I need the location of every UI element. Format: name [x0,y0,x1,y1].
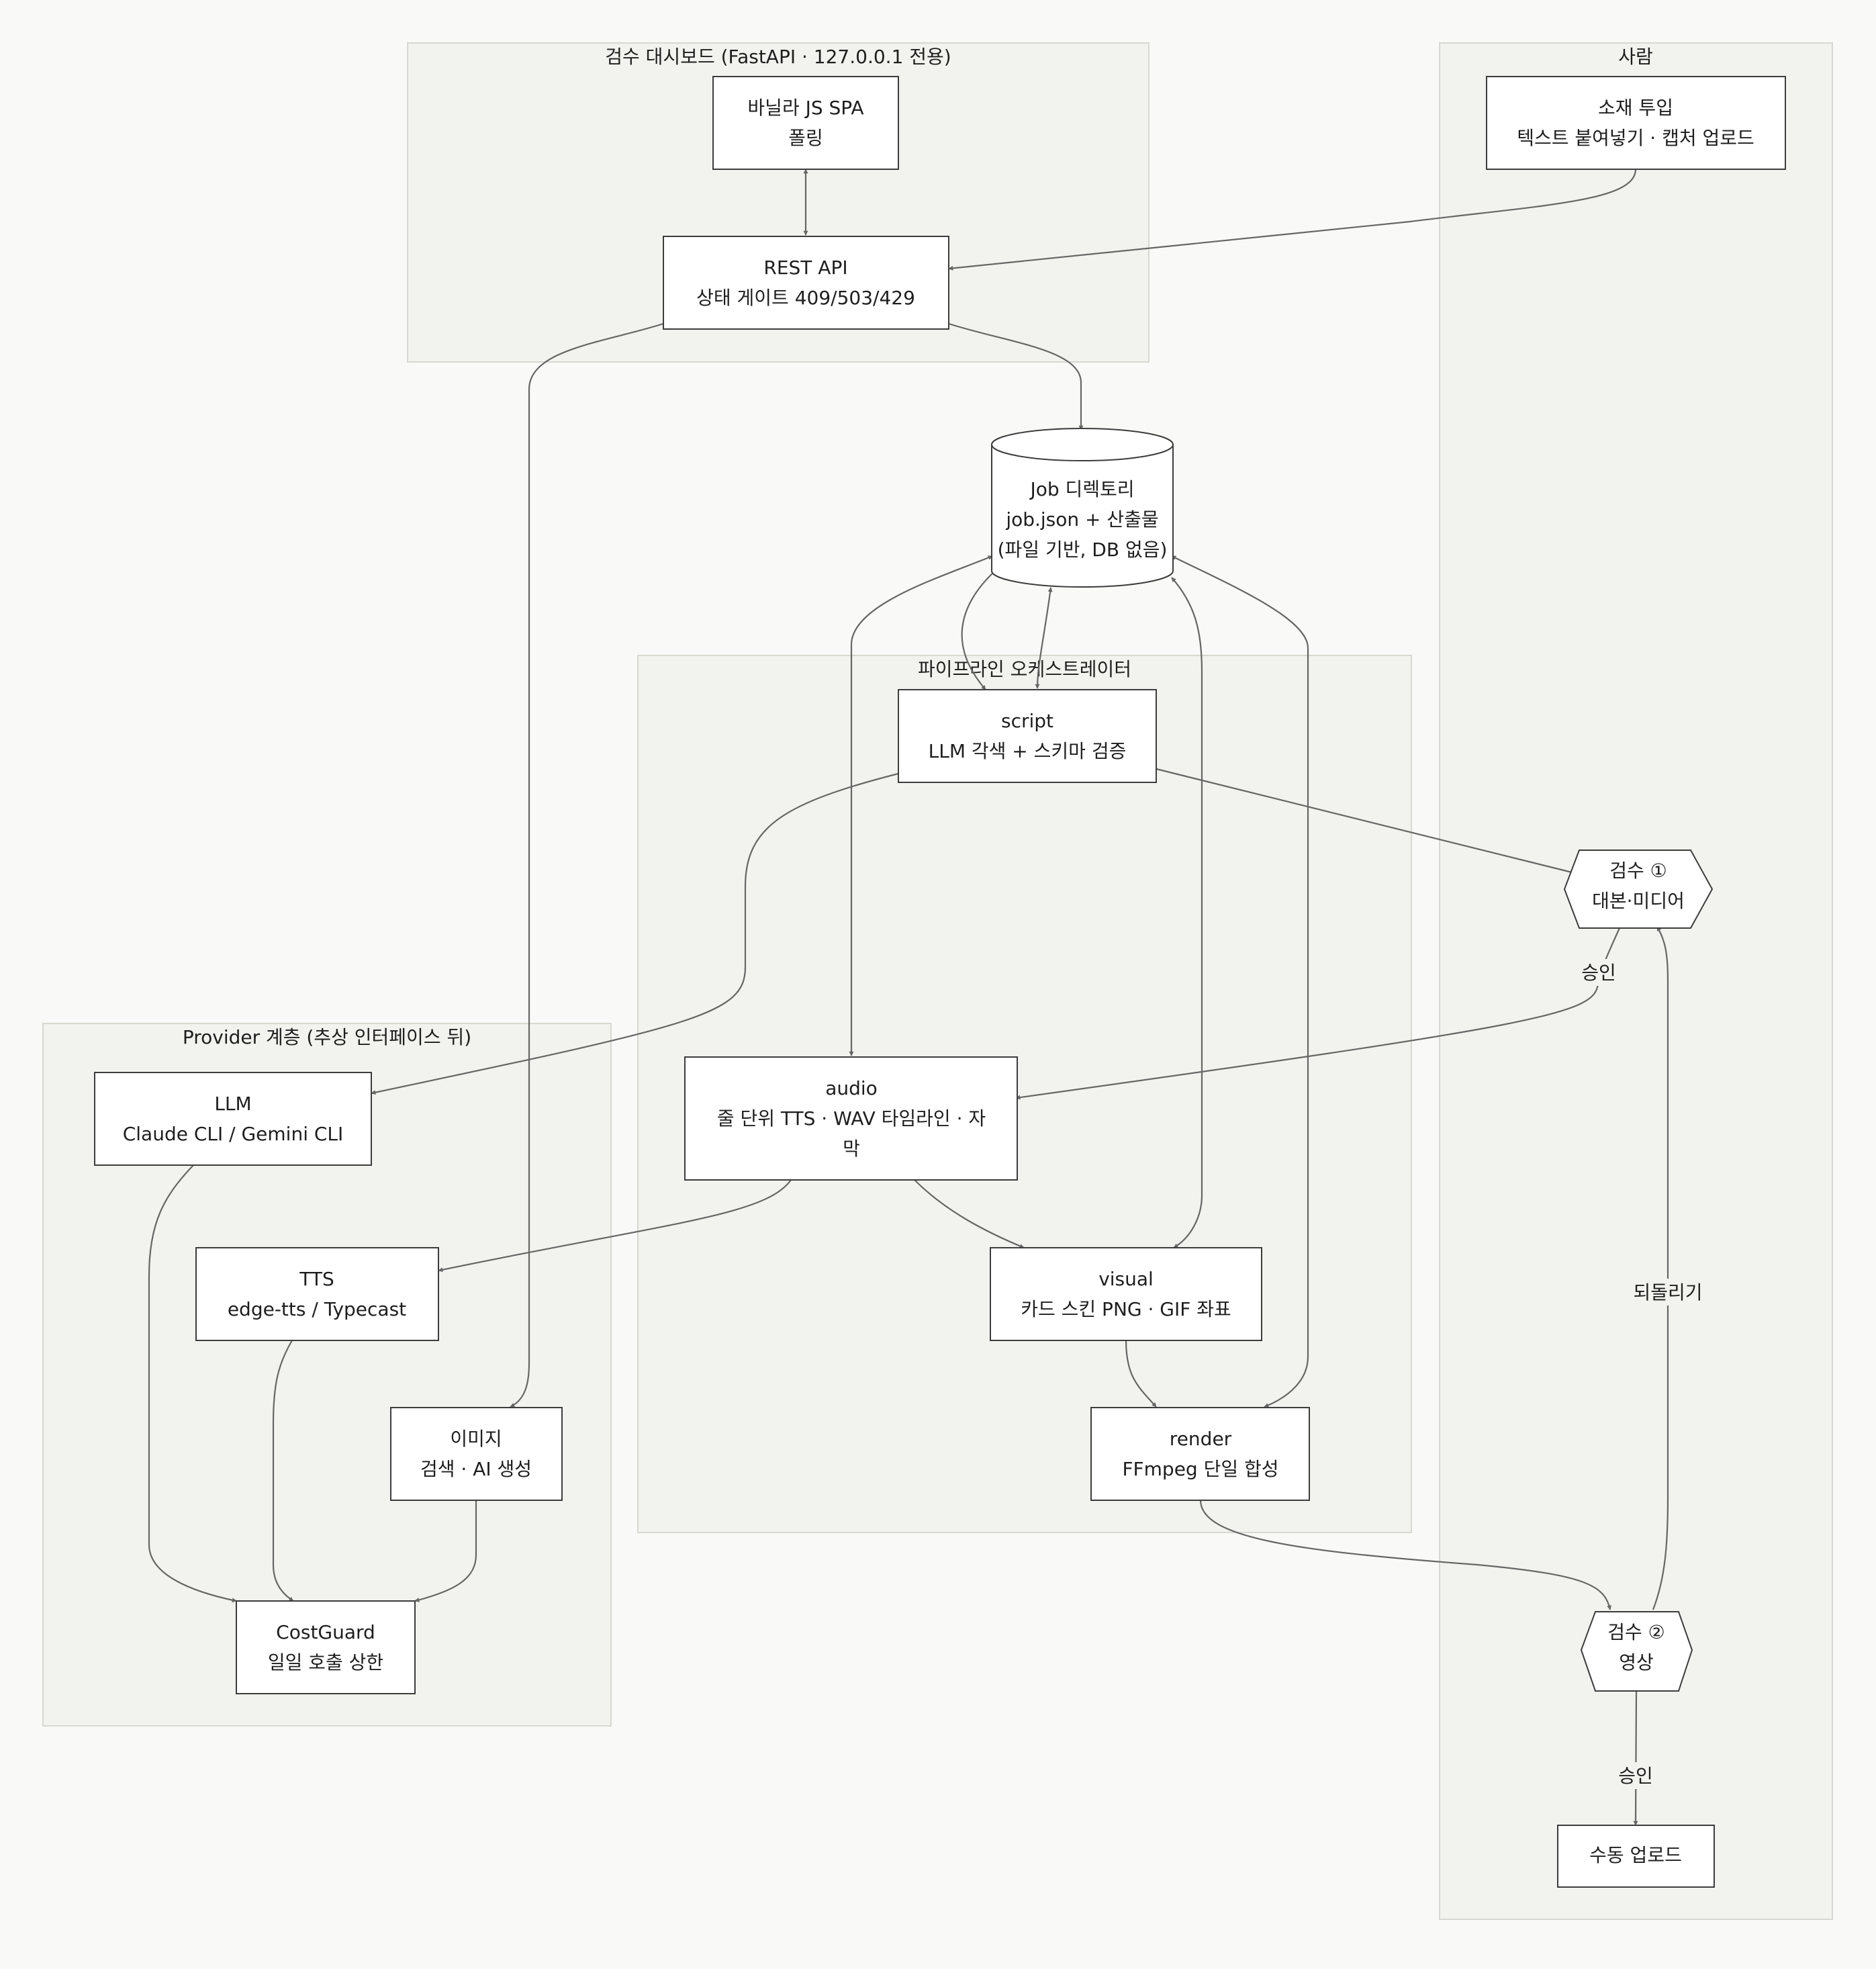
node-review-2-line2: 영상 [1619,1651,1654,1674]
node-costguard-line2: 일일 호출 상한 [268,1651,383,1674]
edge-visual-render [1125,1340,1157,1408]
node-script: script LLM 각색 + 스키마 검증 [898,689,1157,783]
edge-label-approve1-text: 승인 [1581,962,1616,984]
node-rest-api-line2: 상태 게이트 409/503/429 [696,287,915,309]
node-visual-line1: visual [1098,1268,1154,1290]
edge-review2-review1 [1652,926,1669,1610]
edge-script-review1 [1156,768,1575,874]
edge-rest-image [510,322,664,1408]
node-review-2: 검수 ② 영상 [1580,1611,1693,1692]
node-llm: LLM Claude CLI / Gemini CLI [94,1072,372,1166]
node-render-line1: render [1170,1428,1232,1450]
edge-jobdir-script-b [1035,587,1053,689]
node-tts: TTS edge-tts / Typecast [195,1247,439,1341]
edge-label-approve1: 승인 [1579,959,1619,986]
node-tts-line2: edge-tts / Typecast [228,1298,406,1320]
edge-audio-visual [914,1179,1025,1249]
node-review-1: 검수 ① 대본·미디어 [1563,850,1714,929]
node-review-1-line2: 대본·미디어 [1592,890,1685,912]
cluster-human-label: 사람 [1618,46,1653,68]
node-script-line1: script [1001,710,1053,732]
edge-label-approve2: 승인 [1615,1762,1656,1789]
edge-label-approve2-text: 승인 [1618,1765,1653,1787]
node-review-1-line1: 검수 ① [1609,860,1667,882]
node-spa: 바닐라 JS SPA 폴링 [712,76,899,170]
edge-render-review2 [1199,1500,1612,1610]
edge-input-rest [948,169,1637,271]
node-audio: audio 줄 단위 TTS · WAV 타임라인 · 자 막 [684,1056,1018,1181]
node-spa-line2: 폴링 [788,127,823,149]
cluster-provider-label: Provider 계층 (추상 인터페이스 뒤) [183,1026,471,1048]
node-visual-line2: 카드 스킨 PNG · GIF 좌표 [1021,1298,1231,1320]
node-llm-line1: LLM [214,1093,251,1115]
node-spa-line1: 바닐라 JS SPA [747,97,863,119]
node-job-directory-line3: (파일 기반, DB 없음) [998,539,1168,561]
edges [148,169,1669,1826]
node-llm-line2: Claude CLI / Gemini CLI [123,1123,344,1145]
node-render: render FFmpeg 단일 합성 [1090,1407,1310,1501]
node-image-line1: 이미지 [450,1428,502,1450]
edge-llm-costguard [148,1164,237,1603]
edge-jobdir-audio [849,555,993,1056]
node-costguard: CostGuard 일일 호출 상한 [236,1600,416,1694]
edge-tts-costguard [272,1340,294,1602]
cluster-pipeline-label: 파이프라인 오케스트레이터 [918,658,1131,680]
node-tts-line1: TTS [299,1268,334,1290]
node-input: 소재 투입 텍스트 붙여넣기 · 캡처 업로드 [1486,76,1786,170]
node-input-line1: 소재 투입 [1598,97,1673,119]
edge-label-rollback: 되돌리기 [1630,1279,1705,1306]
node-manual-upload: 수동 업로드 [1557,1825,1715,1888]
node-input-line2: 텍스트 붙여넣기 · 캡처 업로드 [1517,127,1754,149]
node-visual: visual 카드 스킨 PNG · GIF 좌표 [990,1247,1262,1341]
node-manual-upload-text: 수동 업로드 [1589,1844,1682,1866]
edge-jobdir-render [1171,555,1309,1408]
node-image: 이미지 검색 · AI 생성 [390,1407,563,1501]
node-audio-line3: 막 [843,1138,860,1160]
node-rest-api-line1: REST API [763,257,847,279]
node-job-directory-line2: job.json + 산출물 [1005,508,1158,531]
edge-label-rollback-text: 되돌리기 [1633,1281,1702,1303]
edge-audio-tts [438,1179,792,1273]
node-job-directory: Job 디렉토리 job.json + 산출물 (파일 기반, DB 없음) [991,428,1174,588]
edge-image-costguard [414,1500,477,1602]
node-job-directory-line1: Job 디렉토리 [1029,478,1134,500]
node-costguard-line1: CostGuard [276,1621,375,1643]
edge-script-llm [371,772,899,1095]
node-review-2-line1: 검수 ② [1607,1621,1665,1643]
node-rest-api: REST API 상태 게이트 409/503/429 [663,236,949,330]
node-audio-line1: audio [825,1077,878,1099]
cluster-dashboard-label: 검수 대시보드 (FastAPI · 127.0.0.1 전용) [605,46,951,68]
node-script-line2: LLM 각색 + 스키마 검증 [929,740,1127,762]
node-render-line2: FFmpeg 단일 합성 [1122,1458,1278,1480]
cluster-human: 사람 [1439,42,1833,1920]
edge-rest-jobdir [948,322,1084,430]
node-audio-line2: 줄 단위 TTS · WAV 타임라인 · 자 [717,1107,986,1130]
node-image-line2: 검색 · AI 생성 [420,1458,532,1480]
